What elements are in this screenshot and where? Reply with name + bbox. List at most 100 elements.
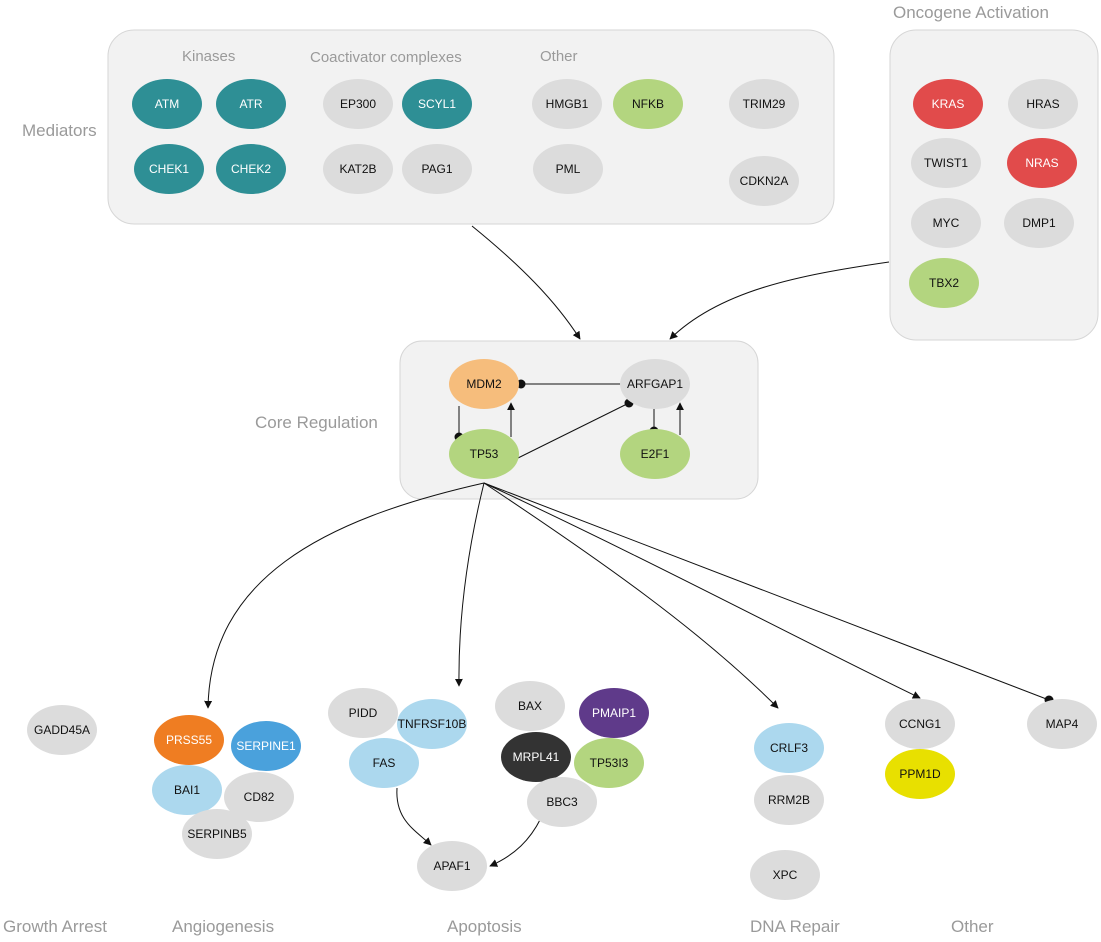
node-mrpl41[interactable]: MRPL41 (501, 732, 571, 782)
node-shape (620, 429, 690, 479)
node-label: NRAS (1025, 156, 1058, 170)
node-label: HRAS (1026, 97, 1059, 111)
node-serpine1[interactable]: SERPINE1 (231, 721, 301, 771)
node-mdm2[interactable]: MDM2 (449, 359, 519, 409)
node-bbc3[interactable]: BBC3 (527, 777, 597, 827)
node-ccng1[interactable]: CCNG1 (885, 699, 955, 749)
node-rrm2b[interactable]: RRM2B (754, 775, 824, 825)
node-shape (729, 79, 799, 129)
node-serpinb5[interactable]: SERPINB5 (182, 809, 252, 859)
node-nfkb[interactable]: NFKB (613, 79, 683, 129)
node-shape (579, 688, 649, 738)
node-label: PML (556, 162, 581, 176)
edges (204, 225, 1054, 867)
node-shape (132, 79, 202, 129)
node-tbx2[interactable]: TBX2 (909, 258, 979, 308)
node-shape (152, 765, 222, 815)
edge-tp53-to-dna-repair (483, 482, 779, 709)
node-shape (402, 144, 472, 194)
node-shape (885, 749, 955, 799)
node-label: RRM2B (768, 793, 810, 807)
node-shape (613, 79, 683, 129)
edge-tp53-to-angiogenesis (204, 482, 485, 709)
node-ppm1d[interactable]: PPM1D (885, 749, 955, 799)
node-label: TNFRSF10B (398, 717, 467, 731)
node-tp53i3[interactable]: TP53I3 (574, 738, 644, 788)
node-xpc[interactable]: XPC (750, 850, 820, 900)
node-shape (134, 144, 204, 194)
node-pidd[interactable]: PIDD (328, 688, 398, 738)
node-label: PIDD (349, 706, 378, 720)
node-bax[interactable]: BAX (495, 681, 565, 731)
node-shape (533, 144, 603, 194)
node-label: TP53I3 (590, 756, 629, 770)
apoptosis-label: Apoptosis (447, 917, 522, 936)
node-cd82[interactable]: CD82 (224, 772, 294, 822)
node-label: KRAS (932, 97, 965, 111)
node-e2f1[interactable]: E2F1 (620, 429, 690, 479)
node-twist1[interactable]: TWIST1 (911, 138, 981, 188)
node-prss55[interactable]: PRSS55 (154, 715, 224, 765)
node-shape (402, 79, 472, 129)
edge-tp53-inhibits-arfgap1 (517, 398, 634, 459)
node-gadd45a[interactable]: GADD45A (27, 705, 97, 755)
node-pag1[interactable]: PAG1 (402, 144, 472, 194)
node-ep300[interactable]: EP300 (323, 79, 393, 129)
node-shape (729, 156, 799, 206)
node-dmp1[interactable]: DMP1 (1004, 198, 1074, 248)
node-shape (417, 841, 487, 891)
edge-tp53-inhibits-map4 (483, 482, 1054, 705)
node-shape (532, 79, 602, 129)
node-map4[interactable]: MAP4 (1027, 699, 1097, 749)
node-hras[interactable]: HRAS (1008, 79, 1078, 129)
node-label: ATM (155, 97, 179, 111)
node-label: E2F1 (641, 447, 670, 461)
node-kras[interactable]: KRAS (913, 79, 983, 129)
node-chek2[interactable]: CHEK2 (216, 144, 286, 194)
other-category-label: Other (951, 917, 994, 936)
node-label: GADD45A (34, 723, 90, 737)
node-label: PPM1D (899, 767, 941, 781)
node-shape (182, 809, 252, 859)
node-shape (754, 723, 824, 773)
node-shape (27, 705, 97, 755)
node-cdkn2a[interactable]: CDKN2A (729, 156, 799, 206)
node-label: CHEK1 (149, 162, 189, 176)
mediators-other-label: Other (540, 48, 578, 65)
node-label: BAI1 (174, 783, 200, 797)
node-bai1[interactable]: BAI1 (152, 765, 222, 815)
node-myc[interactable]: MYC (911, 198, 981, 248)
node-fas[interactable]: FAS (349, 738, 419, 788)
node-trim29[interactable]: TRIM29 (729, 79, 799, 129)
node-shape (1007, 138, 1077, 188)
node-tp53[interactable]: TP53 (449, 429, 519, 479)
node-nras[interactable]: NRAS (1007, 138, 1077, 188)
node-shape (574, 738, 644, 788)
node-label: SERPINB5 (187, 827, 247, 841)
node-pml[interactable]: PML (533, 144, 603, 194)
node-chek1[interactable]: CHEK1 (134, 144, 204, 194)
node-atm[interactable]: ATM (132, 79, 202, 129)
coactivator-complexes-label: Coactivator complexes (310, 49, 462, 66)
node-apaf1[interactable]: APAF1 (417, 841, 487, 891)
edge-oncogene-to-core (669, 261, 890, 340)
node-crlf3[interactable]: CRLF3 (754, 723, 824, 773)
node-pmaip1[interactable]: PMAIP1 (579, 688, 649, 738)
node-shape (1027, 699, 1097, 749)
node-label: DMP1 (1022, 216, 1056, 230)
node-label: TBX2 (929, 276, 959, 290)
node-shape (216, 79, 286, 129)
node-label: HMGB1 (546, 97, 589, 111)
edge-tp53-to-ccng1 (483, 482, 921, 699)
node-arfgap1[interactable]: ARFGAP1 (620, 359, 690, 409)
node-kat2b[interactable]: KAT2B (323, 144, 393, 194)
node-label: MAP4 (1046, 717, 1079, 731)
node-shape (154, 715, 224, 765)
node-hmgb1[interactable]: HMGB1 (532, 79, 602, 129)
node-atr[interactable]: ATR (216, 79, 286, 129)
node-tnfrsf10b[interactable]: TNFRSF10B (397, 699, 467, 749)
node-label: TP53 (470, 447, 499, 461)
node-scyl1[interactable]: SCYL1 (402, 79, 472, 129)
growth-arrest-label: Growth Arrest (3, 917, 107, 936)
